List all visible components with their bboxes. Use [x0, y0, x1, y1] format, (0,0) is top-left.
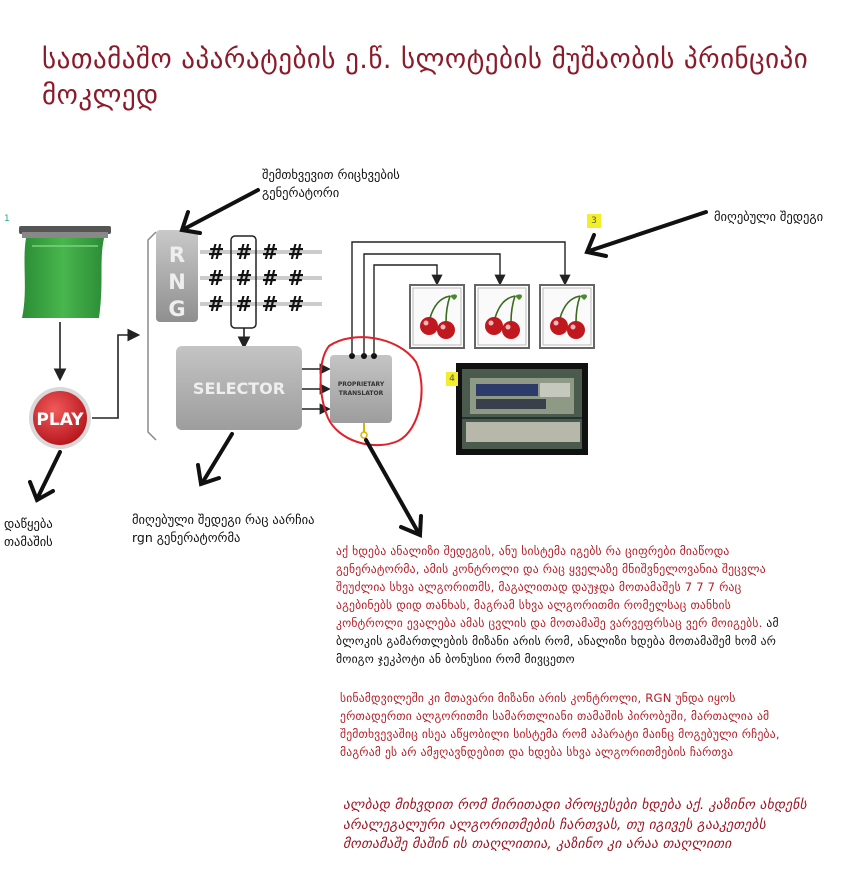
cherry-reel-part	[429, 295, 451, 319]
cherry-reel-part	[437, 321, 455, 339]
step-badge-3: 3	[587, 214, 601, 228]
selector-box: SELECTOR	[176, 346, 302, 430]
cherry-reel-part	[580, 294, 587, 300]
cherry-reel	[409, 284, 465, 349]
explanation-paragraph-2: სინამდვილეში კი მთავარი მიზანი არის კონტ…	[340, 691, 780, 759]
play-label: PLAY	[36, 410, 84, 430]
cherry-reel-part	[550, 317, 568, 335]
reel-windows	[409, 284, 595, 349]
grid-hash-symbol: #	[288, 266, 305, 290]
rng-letter-r: R	[169, 243, 185, 267]
annotation-arrows	[28, 188, 708, 538]
cherry-reel-part	[502, 321, 520, 339]
grid-hash-symbol: #	[236, 292, 253, 316]
label-rng-generator: შემთხვევით რიცხვების გენერატორი	[262, 167, 400, 200]
grid-hash-symbol: #	[236, 266, 253, 290]
grid-hash-symbol: #	[208, 266, 225, 290]
system-bracket	[147, 231, 157, 441]
translator-line1: PROPRIETARY	[338, 381, 385, 388]
grid-hash-symbol: #	[208, 240, 225, 264]
page-title: სათამაშო აპარატების ე.წ. სლოტების მუშაობ…	[42, 44, 809, 111]
cherry-reel-part	[423, 320, 429, 326]
rng-letter-g: G	[168, 297, 185, 321]
grid-hash-symbol: #	[208, 292, 225, 316]
play-button[interactable]: PLAY	[29, 387, 91, 449]
cherry-reel	[539, 284, 595, 349]
cherry-reel-part	[505, 324, 511, 330]
translator-to-reels-lines	[351, 241, 571, 356]
translator-box: PROPRIETARY TRANSLATOR	[330, 353, 392, 439]
cherry-reel-part	[559, 295, 581, 319]
cherry-reel-part	[567, 321, 585, 339]
explanation-red-text: აქ ხდება ანალიზი შედეგის, ანუ სისტემა იგ…	[336, 544, 766, 630]
play-to-bracket-arrow	[92, 328, 141, 419]
highlight-circle	[319, 336, 423, 447]
ticket-icon	[19, 226, 111, 318]
step-badge-4: 4	[446, 372, 458, 386]
selector-label: SELECTOR	[193, 379, 285, 398]
cherry-reel-part	[420, 317, 438, 335]
explanation-dark-text: ამ ბლოკის გამართლების მიზანი არის რომ, ა…	[336, 616, 779, 666]
cherry-reel-part	[445, 295, 451, 323]
cherry-reel-part	[488, 320, 494, 326]
cherry-reel-part	[515, 294, 522, 300]
selector-to-translator-arrows	[302, 363, 331, 415]
cherry-reel-part	[440, 324, 446, 330]
cherry-reel-part	[450, 294, 457, 300]
translator-line2: TRANSLATOR	[339, 390, 384, 397]
cherry-reel-part	[570, 324, 576, 330]
grid-hash-symbol: #	[262, 240, 279, 264]
circuit-photo	[456, 363, 588, 455]
label-result-bottom: მიღებული შედეგი რაც აარჩია rgn გენერატორ…	[132, 512, 315, 545]
grid-hash-symbol: #	[288, 240, 305, 264]
cherry-reel	[474, 284, 530, 349]
explanation-paragraph-1: აქ ხდება ანალიზი შედეგის, ანუ სისტემა იგ…	[336, 542, 796, 668]
label-start-game: დაწყება თამაშის	[4, 516, 53, 549]
step-badge-1: 1	[4, 214, 10, 224]
rng-box: R N G	[156, 230, 198, 322]
number-grid: ############	[200, 240, 322, 316]
cherry-reel-part	[494, 295, 516, 319]
cherry-reel-part	[485, 317, 503, 335]
label-result-top: მიღებული შედეგი	[714, 209, 824, 224]
grid-hash-symbol: #	[262, 266, 279, 290]
cherry-reel-part	[575, 295, 581, 323]
grid-hash-symbol: #	[236, 240, 253, 264]
cherry-reel-part	[510, 295, 516, 323]
rng-letter-n: N	[168, 270, 186, 294]
cherry-reel-part	[553, 320, 559, 326]
explanation-paragraph-3: ალბად მიხვდით რომ მირითადი პროცესები ხდე…	[343, 797, 807, 852]
grid-hash-symbol: #	[262, 292, 279, 316]
grid-hash-symbol: #	[288, 292, 305, 316]
